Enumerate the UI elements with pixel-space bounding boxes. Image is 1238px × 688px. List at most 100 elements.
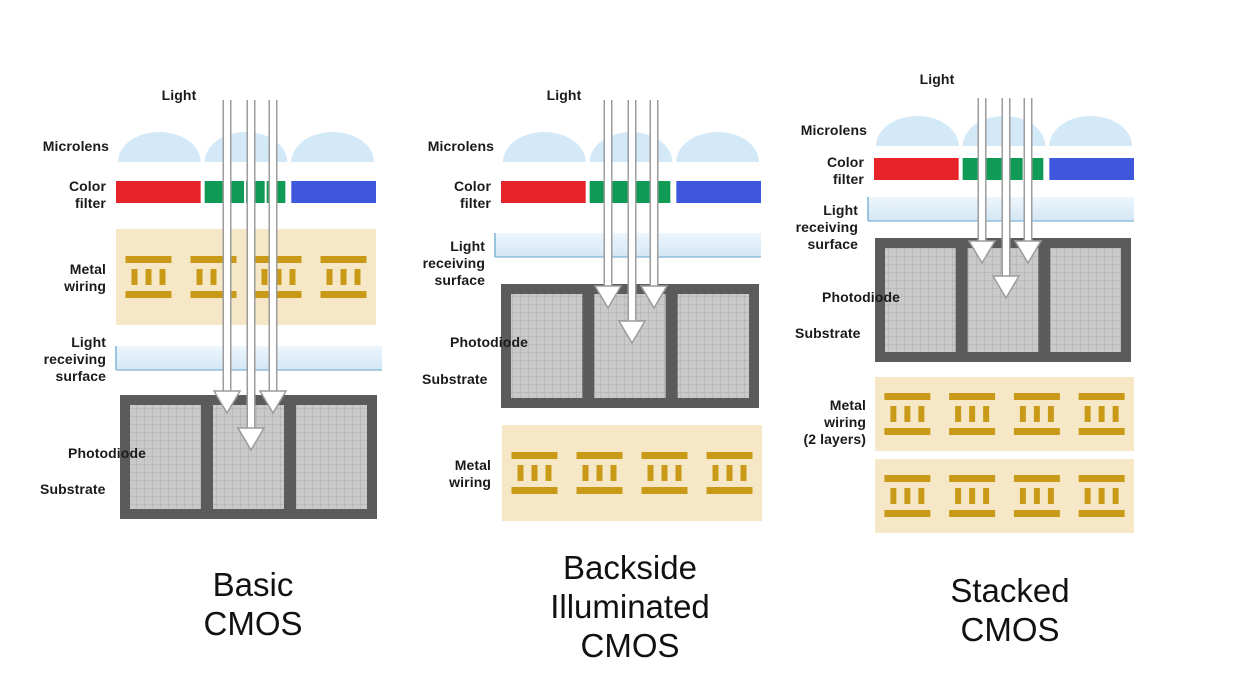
stacked-photodiode-cell-3 [1050, 248, 1121, 352]
bsi-metal-via-2-1 [582, 465, 589, 481]
stacked-metal-via-2-2 [969, 406, 976, 422]
basic-microlens-1 [118, 131, 201, 162]
stacked-light-receiving-line-2: receiving [795, 219, 858, 235]
bsi-color-filter-line-2: filter [460, 195, 491, 211]
stacked-metal-via-3-2 [1033, 406, 1040, 422]
stacked-lower-metal-bar-bottom-2 [949, 510, 996, 517]
bsi-cmos-title: Backside Illuminated CMOS [520, 548, 740, 665]
basic-light-ray-arrowhead-3 [258, 390, 288, 415]
stacked-lower-metal-via-1-3 [918, 488, 925, 504]
basic-color-filter-green-1 [204, 181, 224, 203]
basic-metal-via-4-3 [354, 269, 361, 285]
bsi-microlens-label: Microlens [427, 138, 494, 154]
stacked-metal-via-3-3 [1047, 406, 1054, 422]
stacked-metal-via-3-1 [1019, 406, 1026, 422]
stacked-metal-bar-top-2 [949, 393, 996, 400]
bsi-metal-via-4-2 [726, 465, 733, 481]
bsi-microlens-1 [503, 132, 586, 162]
bsi-metal-wiring-label: Metal wiring [400, 457, 491, 491]
stacked-lower-metal-via-4-2 [1098, 488, 1105, 504]
basic-microlens-3 [291, 132, 374, 162]
stacked-lower-metal-bar-top-4 [1078, 475, 1125, 482]
stacked-light-ray-arrowhead-2 [991, 275, 1021, 300]
stacked-color-filter-label: Color filter [770, 154, 864, 188]
stacked-metal-via-4-3 [1112, 406, 1119, 422]
stacked-color-filter-green-1 [962, 158, 982, 180]
stacked-metal-wiring-line-2: wiring [824, 414, 866, 430]
basic-metal-via-3-2 [275, 269, 282, 285]
stacked-light-ray-arrowhead-3 [1013, 240, 1043, 265]
stacked-light-receiving-line-3: surface [807, 236, 858, 252]
basic-light-label: Light [161, 87, 197, 103]
bsi-microlens-3 [676, 132, 759, 162]
basic-cmos-title: Basic CMOS [160, 565, 346, 643]
bsi-title-line-3: CMOS [580, 627, 680, 664]
bsi-metal-via-4-3 [740, 465, 747, 481]
bsi-light-ray-arrowhead-1 [593, 285, 623, 310]
bsi-metal-wiring-line-2: wiring [449, 474, 491, 490]
basic-metal-bar-top-2 [190, 256, 237, 263]
stacked-microlens-1 [876, 115, 959, 146]
stacked-light-receiving-surface [868, 197, 1134, 221]
bsi-metal-via-3-2 [661, 465, 668, 481]
basic-metal-wiring-line-1: Metal [69, 261, 106, 277]
stacked-metal-via-1-2 [904, 406, 911, 422]
bsi-color-filter-red [501, 181, 586, 203]
basic-color-filter-line-1: Color [68, 178, 106, 194]
stacked-lower-metal-bar-bottom-3 [1013, 510, 1060, 517]
basic-metal-via-4-1 [326, 269, 333, 285]
basic-color-filter-red [116, 181, 201, 203]
stacked-light-label: Light [919, 71, 955, 87]
bsi-light-ray-arrowhead-2 [617, 320, 647, 345]
basic-metal-bar-top-3 [255, 256, 302, 263]
bsi-metal-via-1-3 [545, 465, 552, 481]
stacked-substrate-label: Substrate [795, 325, 861, 341]
stacked-color-filter-line-1: Color [826, 154, 864, 170]
basic-metal-via-4-2 [340, 269, 347, 285]
stacked-metal-bar-bottom-2 [949, 428, 996, 435]
stacked-color-filter-red [874, 158, 959, 180]
basic-title-line-2: CMOS [203, 605, 303, 642]
basic-light-receiving-line-1: Light [71, 334, 106, 350]
basic-metal-via-2-1 [196, 269, 203, 285]
stacked-metal-bar-bottom-1 [884, 428, 931, 435]
stacked-lower-metal-via-2-1 [955, 488, 962, 504]
stacked-metal-via-2-3 [983, 406, 990, 422]
basic-metal-wiring-line-2: wiring [64, 278, 106, 294]
stacked-metal-bar-top-3 [1013, 393, 1060, 400]
basic-metal-bar-top-1 [125, 256, 172, 263]
basic-metal-bar-bottom-1 [125, 291, 172, 298]
stacked-metal-bar-top-4 [1078, 393, 1125, 400]
stacked-metal-via-1-3 [918, 406, 925, 422]
basic-metal-bar-bottom-4 [320, 291, 367, 298]
basic-light-receiving-line-2: receiving [43, 351, 106, 367]
bsi-photodiode-label: Photodiode [450, 334, 528, 350]
stacked-lower-metal-via-4-3 [1112, 488, 1119, 504]
stacked-metal-wiring-line-1: Metal [829, 397, 866, 413]
bsi-light-ray-arrowhead-3 [639, 285, 669, 310]
stacked-title-line-2: CMOS [960, 611, 1060, 648]
stacked-lower-metal-bar-top-1 [884, 475, 931, 482]
basic-color-filter-line-2: filter [75, 195, 106, 211]
stacked-lower-metal-via-1-2 [904, 488, 911, 504]
bsi-light-receiving-line-3: surface [434, 272, 485, 288]
basic-metal-via-2-2 [210, 269, 217, 285]
basic-metal-bar-bottom-2 [190, 291, 237, 298]
basic-color-filter-label: Color filter [20, 178, 106, 212]
stacked-light-ray-arrowhead-1 [967, 240, 997, 265]
stacked-photodiode-label: Photodiode [822, 289, 900, 305]
stacked-metal-wiring-label: Metal wiring (2 layers) [770, 397, 866, 448]
stacked-microlens-3 [1049, 116, 1132, 146]
basic-metal-wiring-label: Metal wiring [20, 261, 106, 295]
bsi-metal-wiring-layer [502, 425, 762, 521]
stacked-lower-metal-via-2-2 [969, 488, 976, 504]
basic-light-ray-arrowhead-2 [236, 427, 266, 452]
basic-light-receiving-label: Light receiving surface [20, 334, 106, 385]
stacked-lower-metal-bar-bottom-1 [884, 510, 931, 517]
basic-photodiode-cell-1 [130, 405, 201, 509]
bsi-metal-via-4-1 [712, 465, 719, 481]
basic-photodiode-label: Photodiode [68, 445, 146, 461]
basic-light-ray-arrowhead-1 [212, 390, 242, 415]
bsi-metal-via-1-2 [531, 465, 538, 481]
bsi-metal-bar-bottom-4 [706, 487, 753, 494]
